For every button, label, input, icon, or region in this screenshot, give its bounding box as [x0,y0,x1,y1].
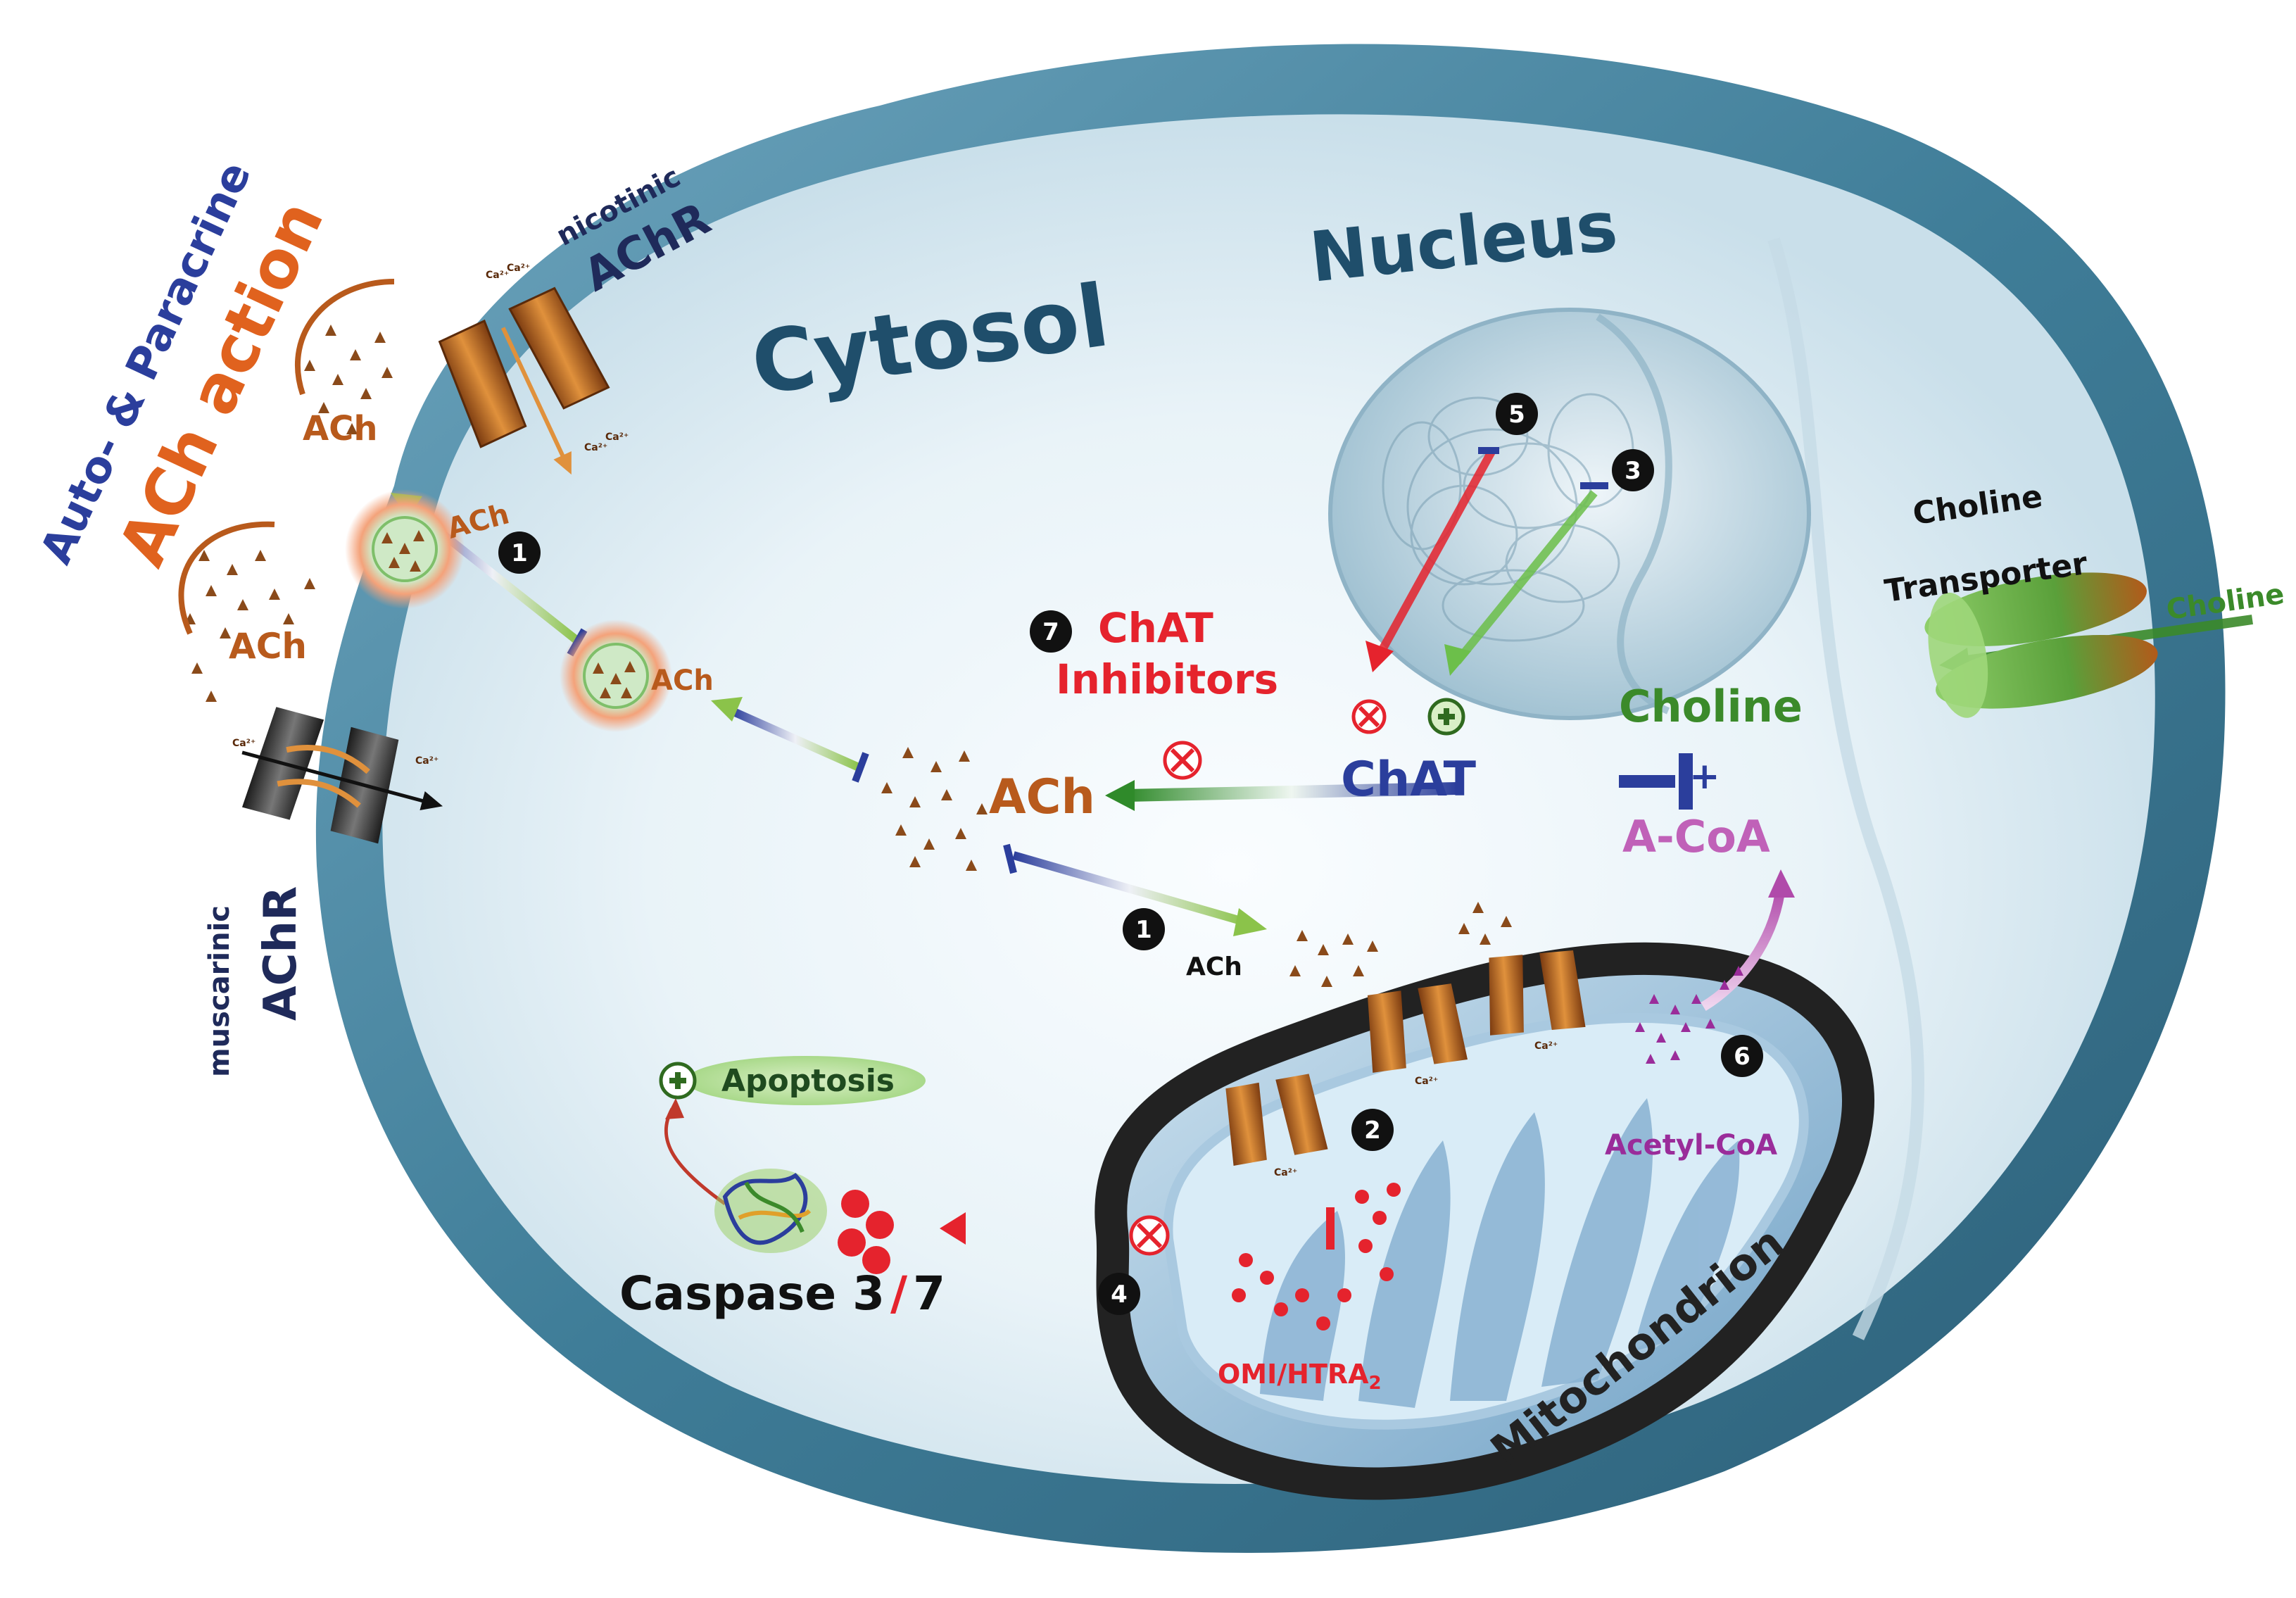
ach-center-label: ACh [989,769,1095,825]
caspase-cleavage-crescents [838,1190,894,1274]
svg-text:7: 7 [1042,618,1059,646]
omi-htra2-molecules [1232,1183,1401,1330]
chat-inhibitors-line1: ChAT [1098,604,1213,652]
svg-text:6: 6 [1734,1043,1751,1071]
svg-text:3: 3 [1625,457,1641,485]
choline-label: Choline [1619,681,1803,732]
acoa-label: A-CoA [1622,811,1770,862]
er-fold [1767,237,1924,1340]
svg-text:Ca²⁺: Ca²⁺ [1415,1076,1438,1087]
svg-text:1: 1 [511,539,528,567]
muscarinic-label: muscarinic [203,905,236,1077]
apoptosis-badge: Apoptosis [659,1056,926,1105]
ach-vesicle-label: ACh [651,665,714,697]
ach-lower-label: ACh [1186,952,1242,981]
activate-icon [1427,698,1465,736]
nicotinic-achr-channel [438,287,610,475]
caspase-label: Caspase 3/7 [619,1266,945,1321]
step-badge-3: 3 [1612,449,1654,491]
step-badge-7: 7 [1030,610,1072,653]
inhibit-icon [1163,741,1202,780]
caspase-protein-icon [714,1169,827,1253]
step-badge-4: 4 [1098,1273,1140,1315]
muscarinic-achr-label: AChR [255,886,307,1021]
calcium-ions: Ca²⁺ Ca²⁺ Ca²⁺ Ca²⁺ Ca²⁺ Ca²⁺ Ca²⁺ Ca²⁺ … [232,263,1558,1178]
chat-inhibitors-line2: Inhibitors [1056,655,1278,703]
mitochondrial-channel-1 [1225,1074,1328,1166]
step-badge-1-lower: 1 [1123,908,1165,950]
recycle-arrow-mid [178,521,275,635]
svg-text:4: 4 [1111,1281,1128,1309]
svg-text:2: 2 [1364,1116,1381,1145]
svg-text:Ca²⁺: Ca²⁺ [584,442,607,453]
mitochondrial-channel-3 [1489,950,1586,1036]
svg-text:5: 5 [1508,401,1525,429]
svg-text:Ca²⁺: Ca²⁺ [486,270,509,281]
svg-text:Ca²⁺: Ca²⁺ [507,263,530,274]
svg-text:Ca²⁺: Ca²⁺ [415,755,439,767]
step-badges: 1 1 2 3 4 5 6 7 [498,393,1763,1315]
mitochondrial-channel-2 [1367,983,1468,1073]
omi-htra2-label: OMI/HTRA2 [1218,1359,1382,1394]
cristae [1260,1098,1740,1408]
svg-text:Ca²⁺: Ca²⁺ [232,738,256,749]
step-badge-5: 5 [1496,393,1538,435]
plus-sign: + [1689,755,1720,798]
svg-text:1: 1 [1135,916,1152,944]
ach-outside-top-label: ACh [303,409,378,448]
svg-text:Ca²⁺: Ca²⁺ [1534,1040,1558,1052]
chat-label: ChAT [1341,752,1477,807]
inhibit-icon [1129,1215,1170,1256]
ach-outside-mid-label: ACh [229,626,307,667]
step-badge-6: 6 [1721,1035,1763,1077]
choline-transporter [1924,572,2158,718]
nucleus [1328,308,1811,720]
acetyl-coa-label: Acetyl-CoA [1605,1129,1777,1162]
step-arrows [391,447,2253,1250]
inhibit-icon [1351,699,1387,734]
svg-text:Ca²⁺: Ca²⁺ [605,432,629,443]
svg-text:Ca²⁺: Ca²⁺ [1274,1167,1297,1178]
apoptosis-label: Apoptosis [721,1063,895,1099]
step-badge-1-top: 1 [498,531,541,574]
step-badge-2: 2 [1351,1109,1394,1151]
recycle-arrow-top [295,279,395,396]
muscarinic-achr-channel [241,707,443,844]
